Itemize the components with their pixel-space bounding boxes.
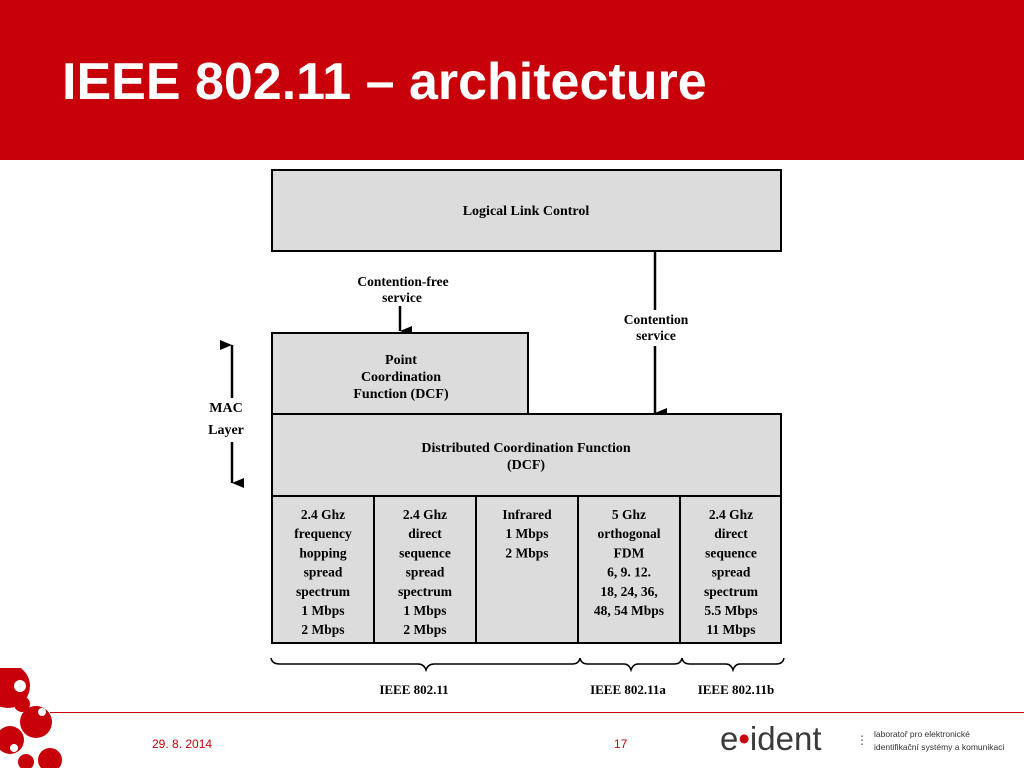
tagline-line-1: laboratoř pro elektronické <box>874 729 970 739</box>
logo-tagline: laboratoř pro elektronické identifikační… <box>874 728 1004 754</box>
phy-label: 1 Mbps <box>505 526 548 541</box>
phy-label: 1 Mbps <box>403 603 446 618</box>
phy-label: 48, 54 Mbps <box>594 603 664 618</box>
phy-label: direct <box>408 526 442 541</box>
dcf-label: (DCF) <box>507 458 545 473</box>
contention-label: Contention <box>624 312 689 327</box>
phy-label: hopping <box>299 545 347 560</box>
phy-label: 6, 9. 12. <box>607 565 651 580</box>
phy-box-infrared <box>475 495 579 644</box>
phy-box-fhss <box>271 495 375 644</box>
brace-ieee-802-11a <box>579 657 683 673</box>
title-bar: IEEE 802.11 – architecture <box>0 0 1024 160</box>
phy-label: orthogonal <box>597 526 660 541</box>
tagline-line-2: identifikační systémy a komunikaci <box>874 742 1005 752</box>
phy-label: spectrum <box>296 584 351 599</box>
decorative-circles <box>0 668 62 768</box>
phy-label: 2.4 Ghz <box>301 507 345 522</box>
phy-label: 18, 24, 36, <box>600 584 657 599</box>
phy-box-ofdm <box>577 495 681 644</box>
logo-separator: ⋮ <box>856 733 868 747</box>
phy-label: 2 Mbps <box>505 545 548 560</box>
phy-box-dsss <box>373 495 477 644</box>
contention-free-label: service <box>382 290 422 305</box>
phy-box-dsss-b <box>679 495 782 644</box>
contention-free-label: Contention-free <box>357 274 448 289</box>
phy-label: 2.4 Ghz <box>709 507 753 522</box>
phy-label: 5 Ghz <box>612 507 646 522</box>
footer-divider <box>50 712 1024 713</box>
phy-label: frequency <box>294 526 352 541</box>
logo-text-e: e <box>720 720 739 757</box>
phy-label: spread <box>304 565 343 580</box>
logo-text-ident: ident <box>749 720 822 757</box>
phy-label: 1 Mbps <box>301 603 344 618</box>
phy-label: 2 Mbps <box>403 622 446 637</box>
phy-label: Infrared <box>502 507 552 522</box>
brace-ieee-802-11b <box>681 657 785 673</box>
logo-dot: • <box>738 720 750 757</box>
eident-logo: e•ident <box>720 719 821 759</box>
contention-label: service <box>636 328 676 343</box>
standard-label: IEEE 802.11b <box>698 682 775 697</box>
dcf-label: Distributed Coordination Function <box>421 441 630 456</box>
standard-label: IEEE 802.11 <box>379 682 448 697</box>
slide-title: IEEE 802.11 – architecture <box>62 53 707 111</box>
phy-label: direct <box>714 526 748 541</box>
pcf-label: Point <box>385 353 417 368</box>
mac-layer-label: Layer <box>208 423 244 438</box>
phy-label: sequence <box>705 545 757 560</box>
phy-label: spread <box>406 565 445 580</box>
phy-label: 2.4 Ghz <box>403 507 447 522</box>
llc-label: Logical Link Control <box>463 204 590 219</box>
standard-label: IEEE 802.11a <box>590 682 666 697</box>
phy-label: spectrum <box>398 584 453 599</box>
phy-label: 5.5 Mbps <box>704 603 757 618</box>
phy-label: 2 Mbps <box>301 622 344 637</box>
phy-label: FDM <box>614 545 645 560</box>
mac-layer-label: MAC <box>209 401 242 416</box>
phy-label: 11 Mbps <box>706 622 755 637</box>
page-number: 17 <box>614 737 628 751</box>
pcf-label: Coordination <box>361 370 441 385</box>
brace-ieee-802-11 <box>270 657 581 673</box>
phy-label: spread <box>712 565 751 580</box>
llc-box <box>271 169 782 252</box>
footer-date: 29. 8. 2014 <box>152 737 213 751</box>
phy-label: sequence <box>399 545 451 560</box>
pcf-label: Function (DCF) <box>353 387 449 402</box>
phy-label: spectrum <box>704 584 759 599</box>
